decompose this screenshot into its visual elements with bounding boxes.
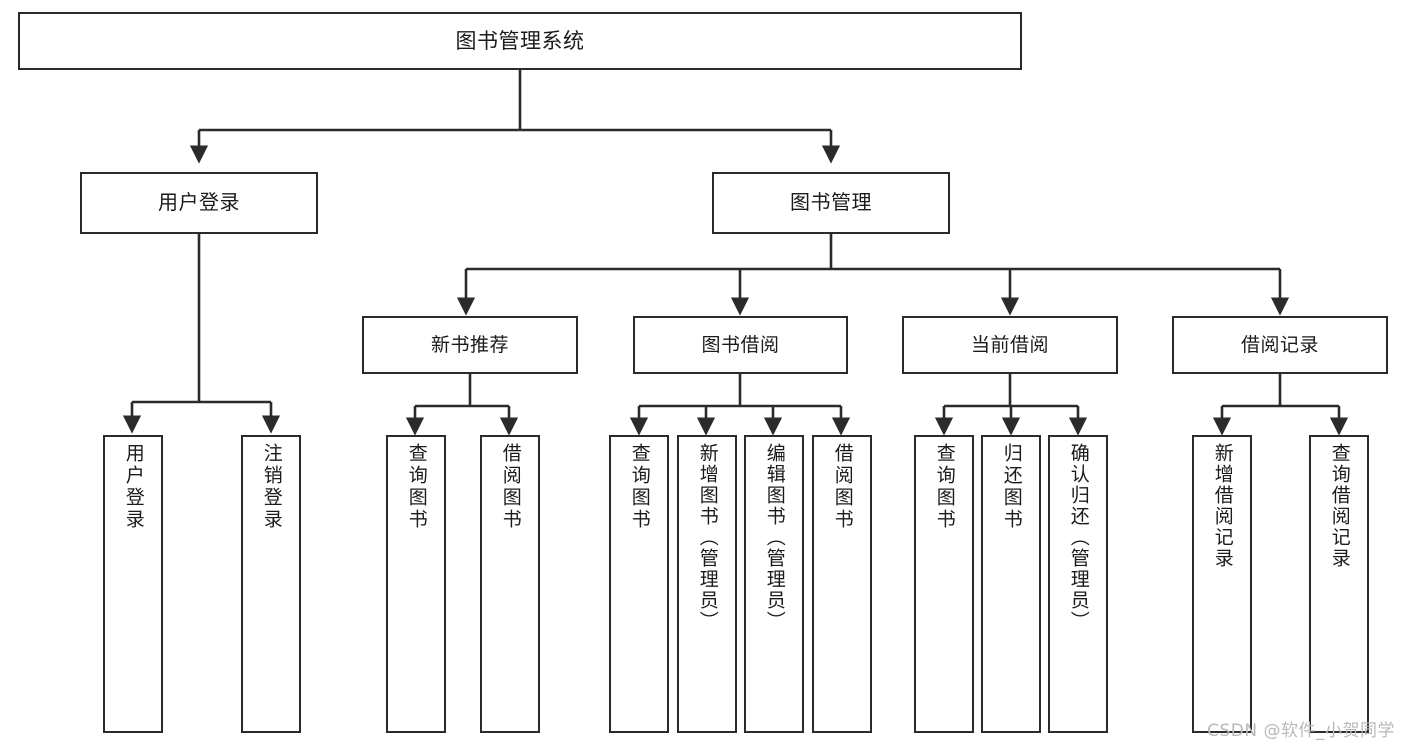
leaf-query-borrow-record[interactable]: 查询借阅记录 <box>1309 435 1369 733</box>
leaf-add-borrow-record[interactable]: 新增借阅记录 <box>1192 435 1252 733</box>
node-label: 用户登录 <box>158 190 240 215</box>
node-label: 新书推荐 <box>430 333 509 356</box>
leaf-borrow-book-recommend[interactable]: 借阅图书 <box>480 435 540 733</box>
leaf-edit-book-admin[interactable]: 编辑图书（管理员） <box>744 435 804 733</box>
leaf-query-book-current[interactable]: 查询图书 <box>914 435 974 733</box>
node-label: 用户登录 <box>122 443 145 531</box>
node-label: 注销登录 <box>260 443 283 531</box>
node-label: 图书管理 <box>790 190 872 215</box>
leaf-user-login[interactable]: 用户登录 <box>103 435 163 733</box>
node-root-system[interactable]: 图书管理系统 <box>18 12 1022 70</box>
node-book-management[interactable]: 图书管理 <box>712 172 950 234</box>
node-label: 新增图书（管理员） <box>696 443 719 632</box>
node-label: 当前借阅 <box>970 333 1049 356</box>
node-label: 查询图书 <box>405 443 428 531</box>
node-user-login[interactable]: 用户登录 <box>80 172 318 234</box>
node-book-borrow[interactable]: 图书借阅 <box>633 316 848 374</box>
leaf-logout[interactable]: 注销登录 <box>241 435 301 733</box>
node-current-borrow[interactable]: 当前借阅 <box>902 316 1118 374</box>
leaf-add-book-admin[interactable]: 新增图书（管理员） <box>677 435 737 733</box>
leaf-query-book-borrow[interactable]: 查询图书 <box>609 435 669 733</box>
node-label: 图书借阅 <box>701 333 780 356</box>
node-label: 确认归还（管理员） <box>1067 443 1090 632</box>
leaf-confirm-return-admin[interactable]: 确认归还（管理员） <box>1048 435 1108 733</box>
node-label: 查询图书 <box>933 443 956 531</box>
node-label: 借阅图书 <box>831 443 854 531</box>
leaf-borrow-book[interactable]: 借阅图书 <box>812 435 872 733</box>
node-borrow-record[interactable]: 借阅记录 <box>1172 316 1388 374</box>
node-label: 归还图书 <box>1000 443 1023 531</box>
node-label: 借阅记录 <box>1240 333 1319 356</box>
leaf-query-book-recommend[interactable]: 查询图书 <box>386 435 446 733</box>
node-label: 图书管理系统 <box>455 28 585 53</box>
node-label: 编辑图书（管理员） <box>763 443 786 632</box>
node-new-book-recommend[interactable]: 新书推荐 <box>362 316 578 374</box>
node-label: 借阅图书 <box>499 443 522 531</box>
leaf-return-book[interactable]: 归还图书 <box>981 435 1041 733</box>
node-label: 查询借阅记录 <box>1328 443 1351 569</box>
watermark: CSDN @软件_小贺同学 <box>1207 721 1395 741</box>
node-label: 查询图书 <box>628 443 651 531</box>
node-label: 新增借阅记录 <box>1211 443 1234 569</box>
